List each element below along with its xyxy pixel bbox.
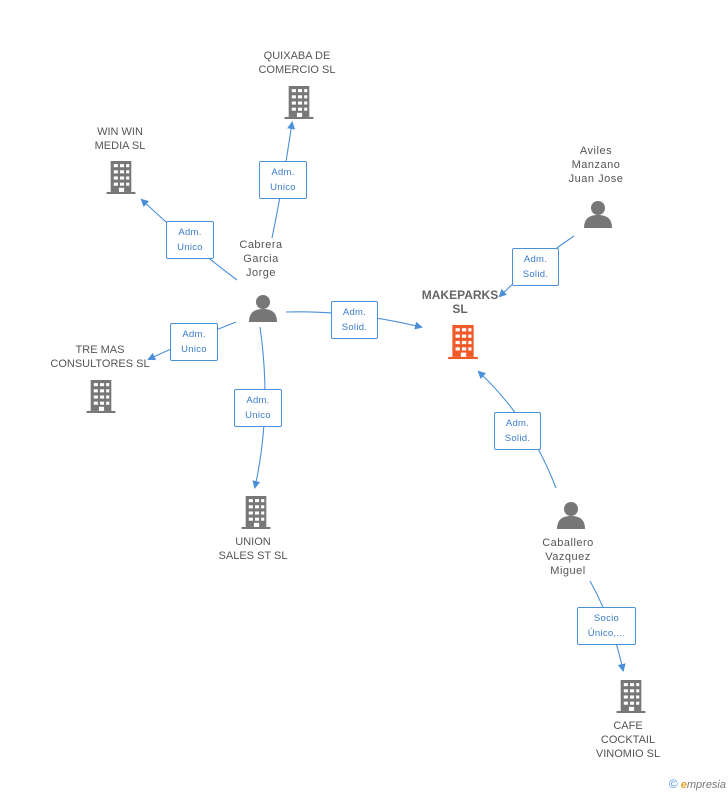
footer-brand[interactable]: © empresia [669, 777, 726, 791]
node-label-winwin[interactable]: WIN WIN MEDIA SL [94, 126, 146, 152]
edge-label-cabrera-makeparks[interactable]: Adm. Solid. [331, 301, 378, 339]
brand-logo-e: e [680, 779, 687, 791]
cabrera-person-icon[interactable] [249, 295, 277, 322]
edge-label-caballero-makeparks[interactable]: Adm. Solid. [494, 412, 541, 450]
edge-label-cabrera-quixaba[interactable]: Adm. Unico [259, 161, 307, 199]
makeparks-building-icon[interactable] [448, 325, 478, 359]
node-label-caballero[interactable]: Caballero Vazquez Miguel [542, 537, 594, 577]
edge-label-caballero-cafe[interactable]: Socio Único,... [577, 607, 636, 645]
brand-name: mpresia [686, 779, 726, 791]
node-label-union[interactable]: UNION SALES ST SL [218, 536, 288, 562]
cafe-building-icon[interactable] [616, 680, 646, 713]
aviles-person-icon[interactable] [584, 201, 612, 228]
tremas-building-icon[interactable] [86, 380, 116, 413]
node-label-cabrera[interactable]: Cabrera Garcia Jorge [239, 239, 283, 279]
node-label-tremas[interactable]: TRE MAS CONSULTORES SL [50, 344, 150, 370]
edge-label-cabrera-tremas[interactable]: Adm. Unico [170, 323, 218, 361]
node-label-quixaba[interactable]: QUIXABA DE COMERCIO SL [258, 50, 336, 76]
node-label-aviles[interactable]: Aviles Manzano Juan Jose [568, 145, 624, 185]
edge-label-aviles-makeparks[interactable]: Adm. Solid. [512, 248, 559, 286]
union-building-icon[interactable] [241, 496, 271, 529]
node-label-makeparks[interactable]: MAKEPARKS SL [421, 288, 499, 316]
winwin-building-icon[interactable] [106, 161, 136, 194]
edge-label-cabrera-winwin[interactable]: Adm. Unico [166, 221, 214, 259]
node-label-cafe[interactable]: CAFE COCKTAIL VINOMIO SL [595, 720, 661, 760]
caballero-person-icon[interactable] [557, 502, 585, 529]
copyright-icon: © [668, 777, 678, 791]
quixaba-building-icon[interactable] [284, 86, 314, 119]
edge-label-cabrera-union[interactable]: Adm. Unico [234, 389, 282, 427]
